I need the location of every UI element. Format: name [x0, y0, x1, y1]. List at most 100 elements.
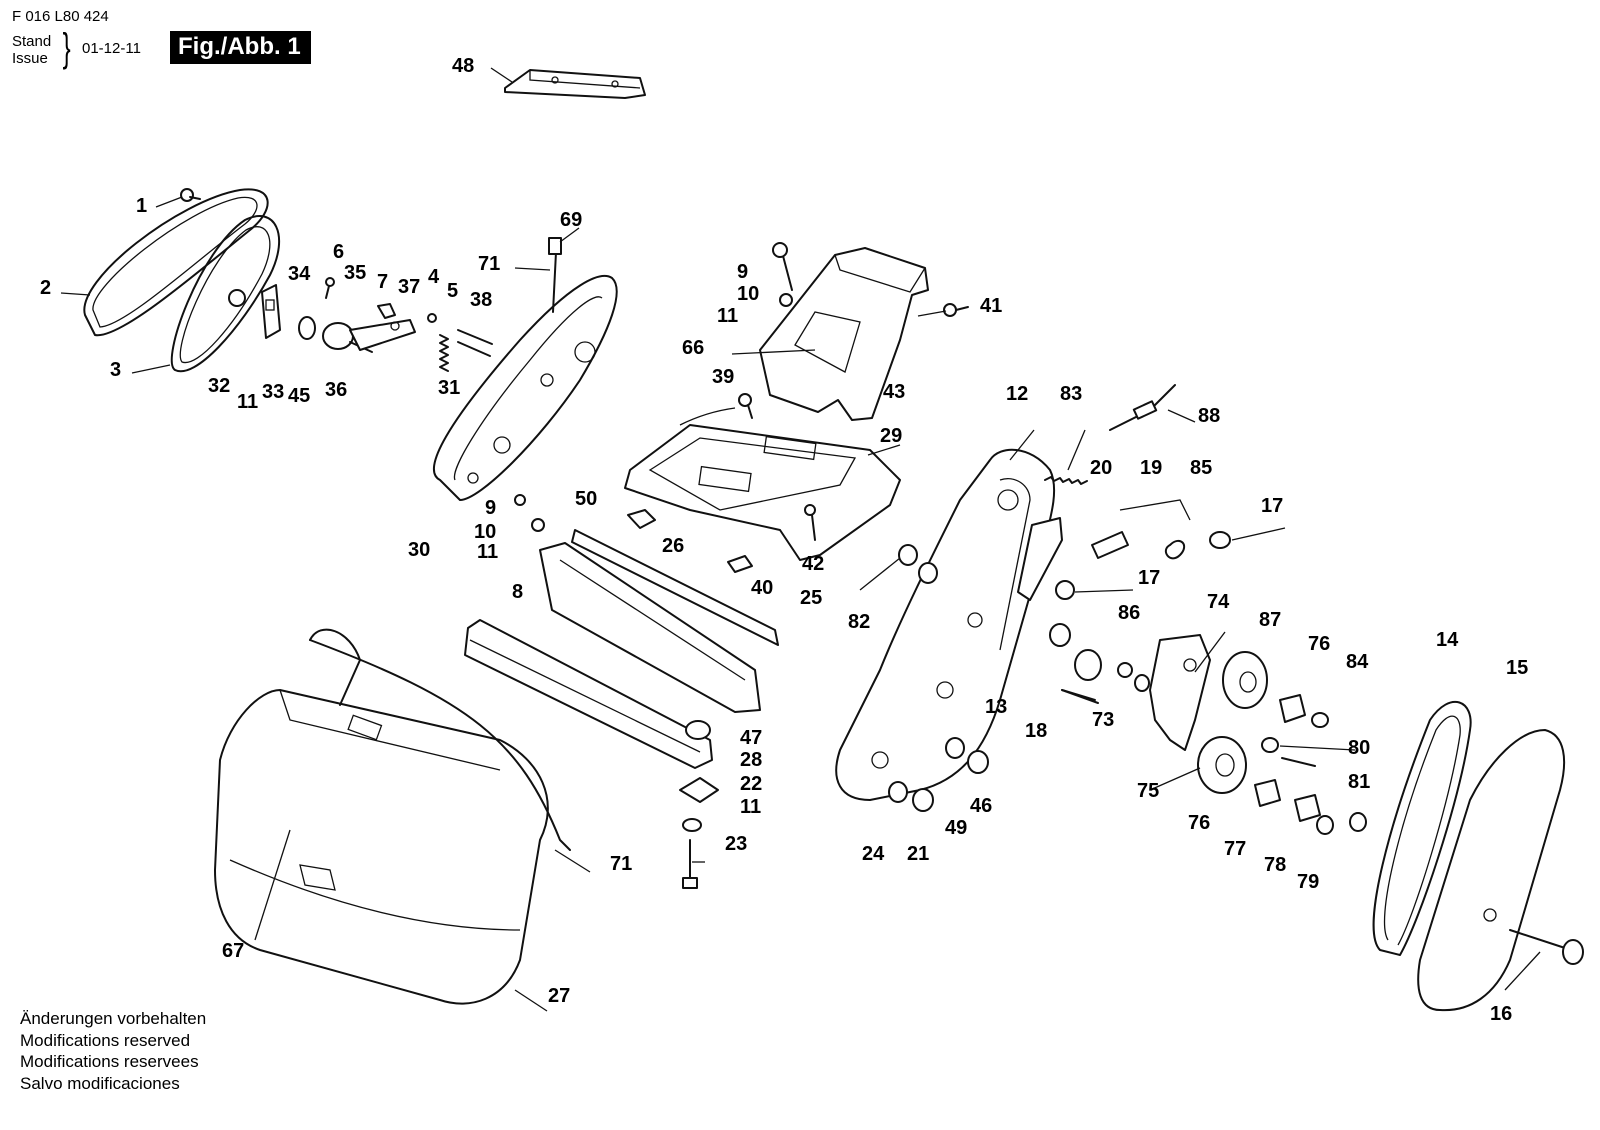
callout-number: 29 — [880, 425, 902, 447]
part-26-shaft — [571, 529, 779, 646]
callout-number: 85 — [1190, 457, 1212, 479]
callout-number: 35 — [344, 262, 366, 284]
part-19-85-17-linkage — [1055, 499, 1231, 600]
part-29-base-plate — [624, 407, 901, 561]
callout-number: 69 — [560, 209, 582, 231]
callout-number: 1 — [136, 195, 147, 217]
callout-number: 31 — [438, 377, 460, 399]
callout-number: 38 — [470, 289, 492, 311]
callout-number: 88 — [1198, 405, 1220, 427]
callout-number: 71 — [610, 853, 632, 875]
callout-number: 86 — [1118, 602, 1140, 624]
callout-number: 17 — [1261, 495, 1283, 517]
callout-number: 3 — [110, 359, 121, 381]
callout-number: 79 — [1297, 871, 1319, 893]
footnote-es: Salvo modificaciones — [20, 1074, 180, 1093]
stand-label: Stand — [12, 33, 52, 50]
brace-glyph: } — [62, 26, 71, 70]
callout-number: 46 — [970, 795, 992, 817]
callout-number: 42 — [802, 553, 824, 575]
part-16-bolt — [1509, 929, 1584, 965]
part-15-belt-cover — [1417, 729, 1566, 1012]
callout-number: 47 — [740, 727, 762, 749]
callout-number: 80 — [1348, 737, 1370, 759]
callout-number: 8 — [512, 581, 523, 603]
part-3-belt — [170, 215, 280, 373]
callout-number: 11 — [237, 391, 258, 413]
callout-number: 16 — [1490, 1003, 1512, 1025]
callout-number: 13 — [985, 696, 1007, 718]
callout-number: 21 — [907, 843, 929, 865]
callout-number: 11 — [477, 541, 498, 563]
callout-number: 37 — [398, 276, 420, 298]
footnote-fr: Modifications reservees — [20, 1052, 199, 1071]
callout-number: 12 — [1006, 383, 1028, 405]
callout-number: 66 — [682, 337, 704, 359]
callout-number: 15 — [1506, 657, 1528, 679]
part-8-blade-bar — [514, 494, 761, 713]
callout-number: 76 — [1188, 812, 1210, 834]
part-67-27-grass-bag — [214, 628, 571, 1005]
part-4-5-38-31-springs — [427, 313, 493, 372]
callout-number: 32 — [208, 375, 230, 397]
part-32-33-bracket — [228, 284, 281, 339]
part-2-belt — [83, 188, 269, 337]
callout-number: 14 — [1436, 629, 1459, 651]
callout-number: 23 — [725, 833, 747, 855]
callout-number: 10 — [737, 283, 759, 305]
part-48-cover-strip — [504, 69, 646, 99]
callout-number: 43 — [883, 381, 905, 403]
issue-label: Issue — [12, 50, 48, 67]
callout-number: 7 — [377, 271, 388, 293]
callout-number: 83 — [1060, 383, 1082, 405]
callout-number: 9 — [737, 261, 748, 283]
footnote-de: Änderungen vorbehalten — [20, 1009, 207, 1028]
figure-label: Fig./Abb. 1 — [170, 31, 311, 64]
callout-number: 5 — [447, 280, 458, 302]
callout-number: 76 — [1308, 633, 1330, 655]
part-18-73-bolt-washer — [1061, 674, 1150, 704]
callout-number: 34 — [288, 263, 311, 285]
part-83-88-spring-cable — [1044, 384, 1176, 485]
callout-number: 49 — [945, 817, 967, 839]
callout-number: 27 — [548, 985, 570, 1007]
part-86-13-bushings — [1049, 623, 1133, 701]
part-45-36-pulley-group — [298, 277, 416, 353]
callout-number: 87 — [1259, 609, 1281, 631]
callout-number: 78 — [1264, 854, 1286, 876]
part-28-lower-blade — [464, 619, 719, 889]
callout-number: 24 — [862, 843, 885, 865]
callout-number: 77 — [1224, 838, 1246, 860]
part-74-87-tension-bracket — [1149, 634, 1268, 751]
document-number: F 016 L80 424 — [12, 8, 109, 25]
callout-number: 50 — [575, 488, 597, 510]
callout-number: 41 — [980, 295, 1002, 317]
callout-number: 30 — [408, 539, 430, 561]
callout-number: 82 — [848, 611, 870, 633]
footnote-en: Modifications reserved — [20, 1031, 191, 1050]
callout-number: 40 — [751, 577, 773, 599]
part-12-side-plate — [835, 448, 1063, 801]
callout-number: 18 — [1025, 720, 1047, 742]
callout-number: 73 — [1092, 709, 1114, 731]
part-75-76-77-rollers — [1197, 694, 1367, 835]
callout-number: 25 — [800, 587, 822, 609]
part-24-21-49-46-nuts — [888, 544, 989, 812]
callout-number: 75 — [1137, 780, 1159, 802]
callout-number: 48 — [452, 55, 474, 77]
callout-number: 71 — [478, 253, 500, 275]
callout-number: 28 — [740, 749, 762, 771]
callout-number: 2 — [40, 277, 51, 299]
part-30-gear-housing — [432, 237, 618, 501]
callout-number: 17 — [1138, 567, 1160, 589]
callout-number: 11 — [740, 796, 761, 818]
callout-number: 26 — [662, 535, 684, 557]
callout-number: 4 — [428, 266, 440, 288]
callout-number: 33 — [262, 381, 284, 403]
callout-number: 19 — [1140, 457, 1162, 479]
part-1-screw — [180, 188, 201, 202]
part-50-40-clips — [627, 509, 753, 573]
callout-number: 9 — [485, 497, 496, 519]
